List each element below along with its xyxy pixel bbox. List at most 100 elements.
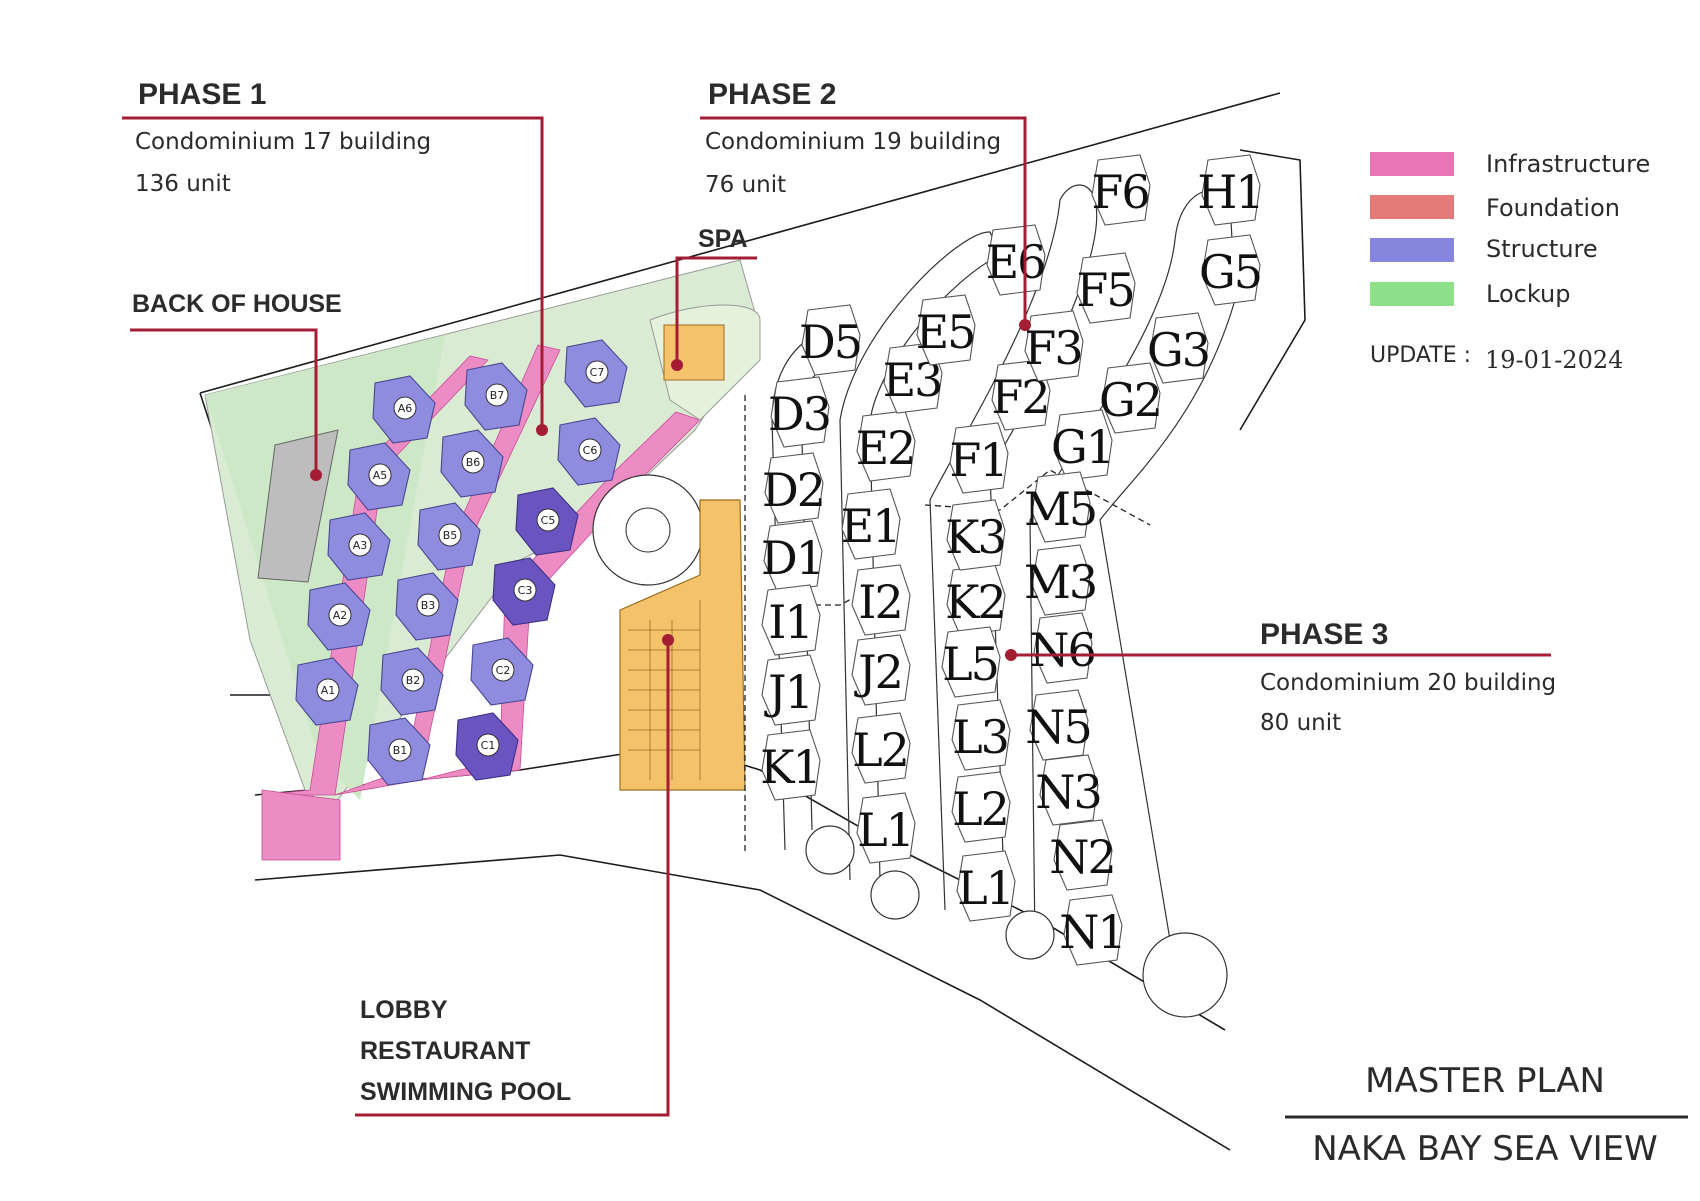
building-b7[interactable]: B7 [464, 362, 528, 431]
building-c3[interactable]: C3 [492, 557, 556, 626]
building-k1[interactable]: K1 [760, 729, 822, 801]
building-label: J2 [854, 645, 902, 699]
building-e2[interactable]: E2 [856, 410, 916, 482]
building-b5[interactable]: B5 [417, 502, 481, 571]
swimming-pool-label: SWIMMING POOL [360, 1078, 571, 1106]
phase2-title: PHASE 2 [708, 78, 836, 111]
building-n6[interactable]: N6 [1029, 612, 1097, 684]
building-label: I2 [858, 575, 901, 629]
building-l1[interactable]: L1 [956, 850, 1016, 922]
legend: Infrastructure Foundation Structure Lock… [1370, 150, 1650, 374]
building-d5[interactable]: D5 [799, 304, 863, 376]
legend-swatch-foundation [1370, 195, 1454, 219]
roundabout-center [625, 507, 671, 553]
building-label: E2 [856, 421, 915, 475]
building-g2[interactable]: G2 [1099, 362, 1163, 434]
building-c5[interactable]: C5 [515, 487, 579, 556]
building-c7[interactable]: C7 [564, 339, 628, 408]
building-j2[interactable]: J2 [851, 634, 911, 706]
building-label: N6 [1029, 623, 1095, 677]
building-label: B3 [421, 599, 436, 612]
lobby-grid [628, 600, 701, 780]
plan-title: MASTER PLAN [1365, 1061, 1605, 1101]
building-d2[interactable]: D2 [762, 452, 826, 524]
building-g5[interactable]: G5 [1199, 234, 1263, 306]
building-g1[interactable]: G1 [1051, 409, 1115, 481]
building-n5[interactable]: N5 [1025, 689, 1093, 761]
building-label: B2 [406, 674, 421, 687]
back-of-house-label: BACK OF HOUSE [132, 290, 342, 318]
building-label: D1 [761, 531, 823, 585]
building-l5[interactable]: L5 [941, 626, 1001, 698]
phase23-roads [771, 184, 1236, 1018]
building-f2[interactable]: F2 [991, 359, 1051, 431]
building-k2[interactable]: K2 [945, 564, 1007, 636]
building-b1[interactable]: B1 [367, 717, 431, 786]
building-n1[interactable]: N1 [1059, 894, 1127, 966]
building-d1[interactable]: D1 [761, 520, 825, 592]
legend-swatch-lockup [1370, 282, 1454, 306]
building-b2[interactable]: B2 [380, 647, 444, 716]
building-label: B6 [466, 456, 481, 469]
building-label: F3 [1024, 321, 1081, 375]
building-a6[interactable]: A6 [372, 375, 436, 444]
building-a1[interactable]: A1 [295, 657, 359, 726]
building-i1[interactable]: I1 [761, 584, 821, 656]
leader-lines [122, 116, 1551, 1117]
building-l2[interactable]: L2 [951, 771, 1011, 843]
building-f5[interactable]: F5 [1076, 252, 1136, 324]
building-f6[interactable]: F6 [1091, 154, 1151, 226]
building-g3[interactable]: G3 [1147, 312, 1211, 384]
building-e5[interactable]: E5 [916, 294, 976, 366]
phase2-line2: 76 unit [705, 172, 786, 198]
spa-label: SPA [698, 225, 748, 253]
building-label: A5 [373, 469, 388, 482]
building-a3[interactable]: A3 [327, 512, 391, 581]
building-label: M3 [1024, 555, 1096, 609]
building-f3[interactable]: F3 [1024, 310, 1084, 382]
building-c1[interactable]: C1 [455, 712, 519, 781]
building-label: N1 [1059, 905, 1125, 959]
building-label: K3 [945, 510, 1005, 564]
building-a5[interactable]: A5 [347, 442, 411, 511]
building-l2[interactable]: L2 [851, 712, 911, 784]
phase2-line1: Condominium 19 building [705, 129, 1001, 155]
building-d3[interactable]: D3 [768, 376, 832, 448]
building-k3[interactable]: K3 [945, 499, 1007, 571]
building-e1[interactable]: E1 [841, 488, 901, 560]
building-j1[interactable]: J1 [761, 654, 821, 726]
restaurant-label: RESTAURANT [360, 1037, 530, 1065]
building-label: M5 [1024, 482, 1096, 536]
legend-swatch-infrastructure [1370, 152, 1454, 176]
building-label: A6 [398, 402, 413, 415]
building-label: A2 [333, 609, 348, 622]
legend-label-lockup: Lockup [1486, 280, 1570, 308]
building-m3[interactable]: M3 [1024, 544, 1098, 616]
building-label: L1 [957, 861, 1013, 915]
building-n3[interactable]: N3 [1035, 754, 1103, 826]
building-e6[interactable]: E6 [986, 224, 1046, 296]
lobby-label: LOBBY [360, 996, 448, 1024]
update-date: 19-01-2024 [1485, 346, 1623, 374]
building-c2[interactable]: C2 [470, 637, 534, 706]
update-label: UPDATE : [1370, 343, 1471, 368]
building-i2[interactable]: I2 [851, 564, 911, 636]
plan-subtitle: NAKA BAY SEA VIEW [1312, 1129, 1658, 1169]
building-b6[interactable]: B6 [440, 429, 504, 498]
building-l3[interactable]: L3 [951, 699, 1011, 771]
building-l1[interactable]: L1 [856, 792, 916, 864]
building-label: C1 [481, 739, 496, 752]
building-label: A3 [353, 539, 368, 552]
building-a2[interactable]: A2 [307, 582, 371, 651]
building-n2[interactable]: N2 [1049, 819, 1117, 891]
building-label: F6 [1091, 165, 1148, 219]
building-f1[interactable]: F1 [949, 422, 1009, 494]
phase3-title: PHASE 3 [1260, 618, 1388, 651]
building-label: L3 [952, 710, 1008, 764]
building-h1[interactable]: H1 [1197, 154, 1265, 226]
spa-building [663, 324, 725, 381]
building-m5[interactable]: M5 [1024, 471, 1098, 543]
building-b3[interactable]: B3 [395, 572, 459, 641]
building-c6[interactable]: C6 [557, 417, 621, 486]
